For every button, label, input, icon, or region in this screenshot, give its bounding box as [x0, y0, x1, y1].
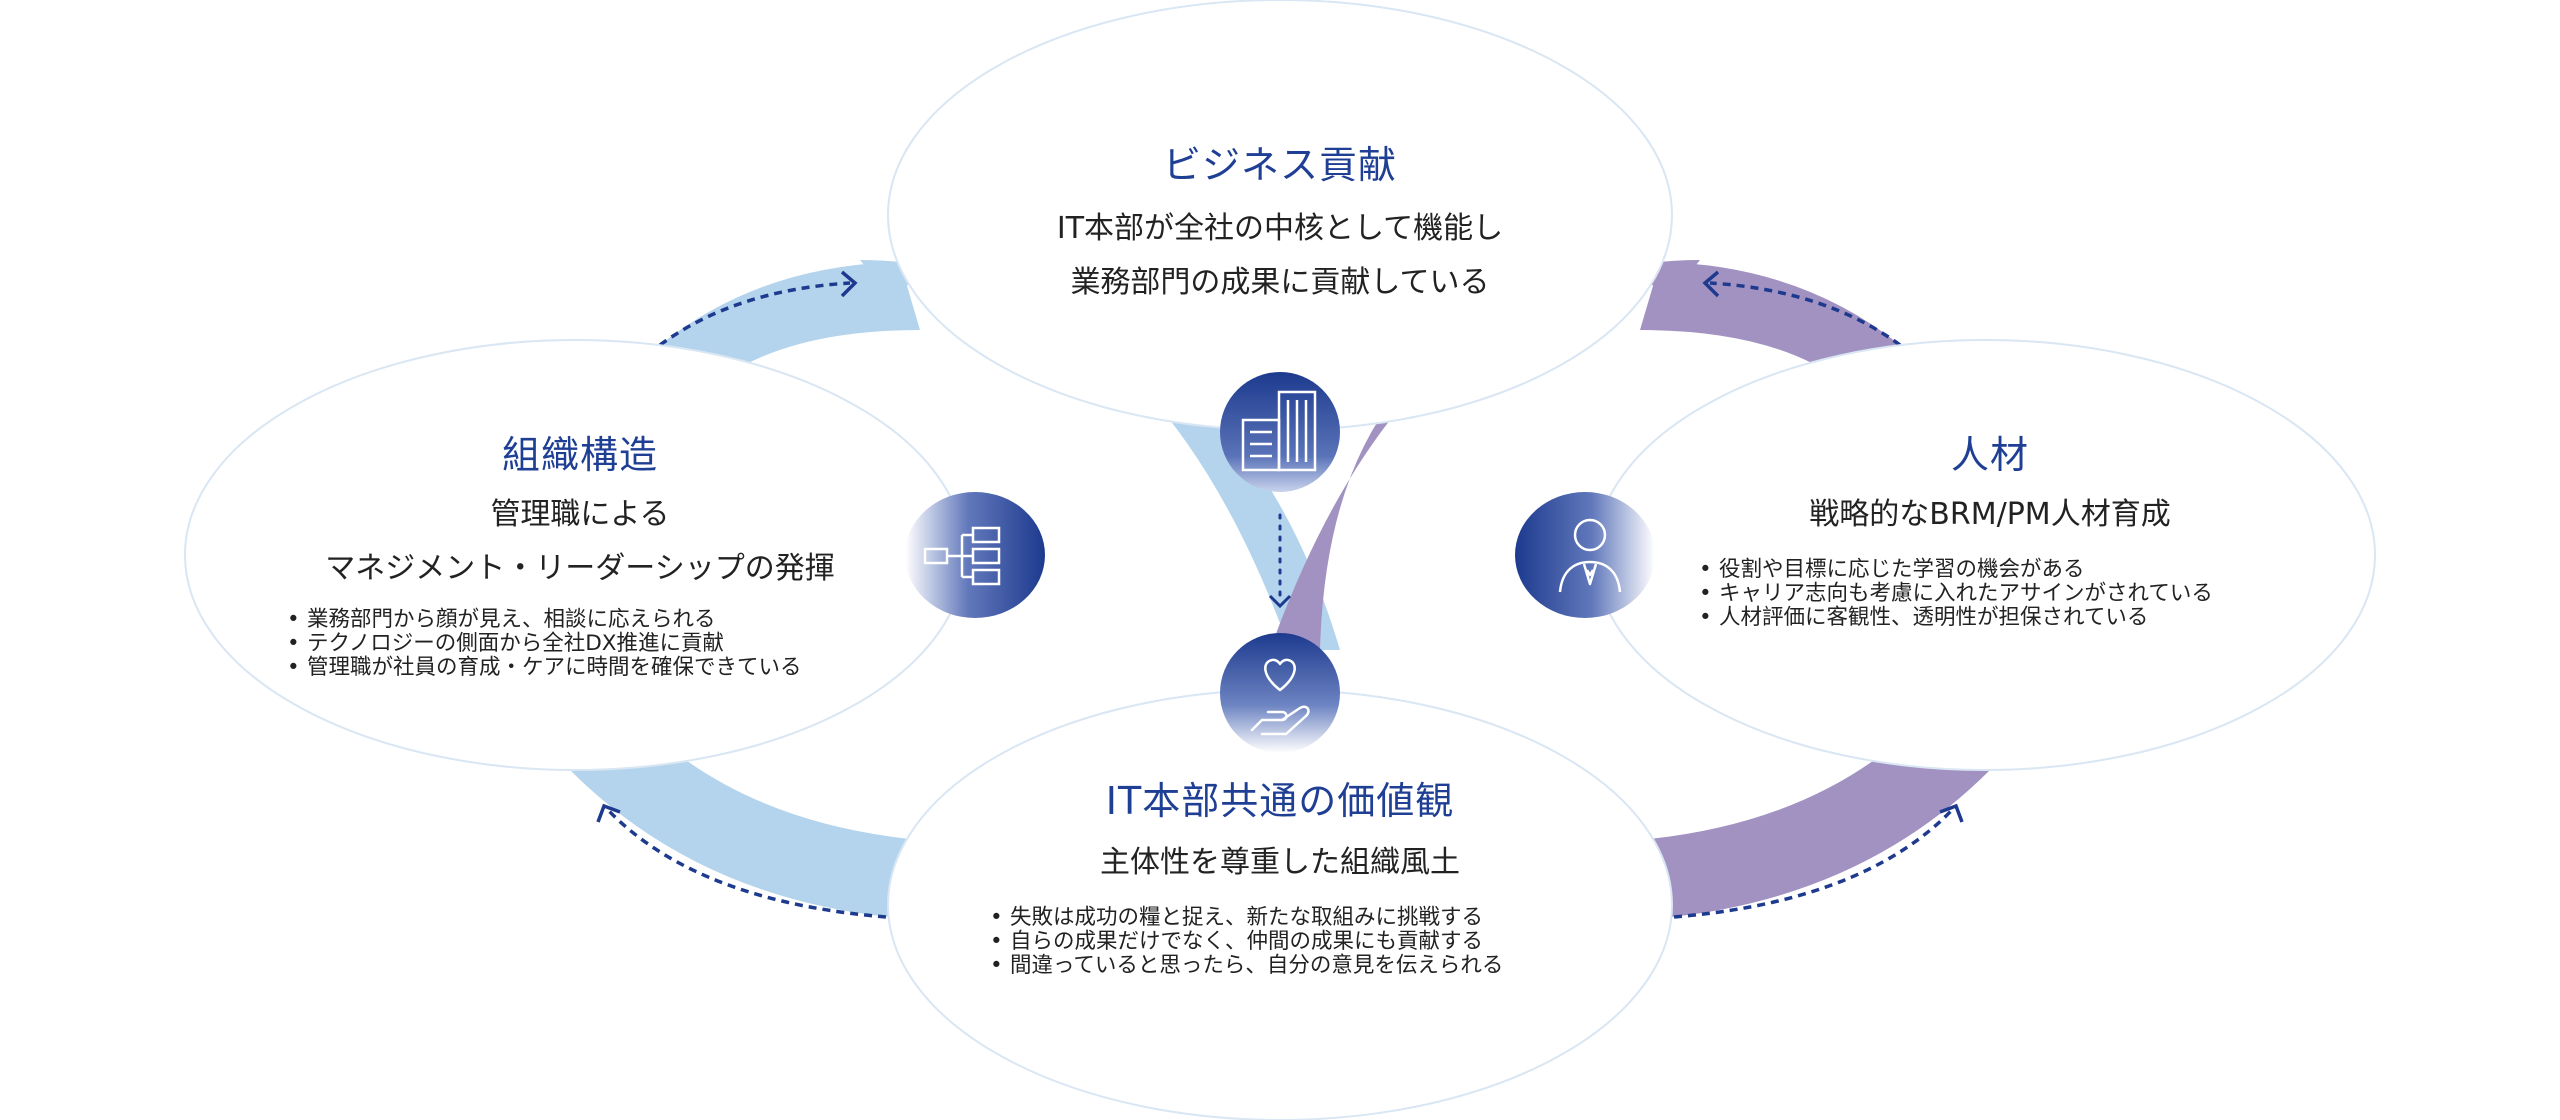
org-bullet-2: テクノロジーの側面から全社DX推進に貢献 [285, 632, 802, 657]
people-bullet-3: 人材評価に客観性、透明性が担保されている [1697, 606, 2213, 631]
band-light-blue-left-top [660, 262, 920, 380]
org-bullet-3: 管理職が社員の育成・ケアに時間を確保できている [285, 656, 802, 681]
org-bullet-list: 業務部門から顔が見え、相談に応えられる テクノロジーの側面から全社DX推進に貢献… [285, 608, 802, 681]
arrowhead-bottom-right [1939, 803, 1964, 823]
business-title: ビジネス貢献 [1162, 143, 1397, 187]
values-bullet-3: 間違っていると思ったら、自分の意見を伝えられる [988, 954, 1503, 979]
business-line-1: IT本部が全社の中核として機能し [1056, 211, 1504, 246]
arrowhead-top-right [1702, 270, 1720, 298]
org-bullet-1: 業務部門から顔が見え、相談に応えられる [285, 608, 802, 633]
arrowhead-center [1268, 594, 1292, 609]
business-description: IT本部が全社の中核として機能し 業務部門の成果に貢献している [980, 202, 1580, 310]
band-purple-right-top [1640, 262, 1900, 380]
person-icon [1515, 492, 1655, 618]
values-bullet-list: 失敗は成功の糧と捉え、新たな取組みに挑戦する 自らの成果だけでなく、仲間の成果に… [988, 906, 1503, 979]
band-light-blue-left-bottom [570, 740, 920, 918]
org-description: 管理職による マネジメント・リーダーシップの発揮 [280, 488, 880, 596]
building-icon [1220, 372, 1340, 492]
arrowhead-bottom-left [596, 803, 621, 823]
people-bullet-list: 役割や目標に応じた学習の機会がある キャリア志向も考慮に入れたアサインがされてい… [1697, 558, 2213, 631]
band-purple-top [1270, 260, 1700, 650]
dashed-arrow-bottom-right [1659, 808, 1954, 920]
ellipse-people [1594, 339, 2376, 771]
people-title: 人材 [1950, 433, 2029, 477]
org-title: 組織構造 [501, 433, 658, 477]
values-bullet-1: 失敗は成功の糧と捉え、新たな取組みに挑戦する [988, 906, 1503, 931]
values-bullet-2: 自らの成果だけでなく、仲間の成果にも貢献する [988, 930, 1503, 955]
values-title: IT本部共通の価値観 [1105, 779, 1455, 823]
dashed-arrow-bottom-left [606, 808, 901, 920]
business-line-2: 業務部門の成果に貢献している [1070, 265, 1490, 300]
org-line-1: 管理職による [490, 497, 670, 532]
values-line-1: 主体性を尊重した組織風土 [1100, 845, 1460, 880]
people-bullet-1: 役割や目標に応じた学習の機会がある [1697, 558, 2213, 583]
org-chart-icon [905, 492, 1045, 618]
people-line-1: 戦略的なBRM/PM人材育成 [1809, 497, 2171, 532]
dashed-arrow-top-right [1709, 281, 1902, 347]
dashed-arrow-top-left [658, 281, 851, 347]
people-description: 戦略的なBRM/PM人材育成 [1690, 488, 2290, 542]
people-bullet-2: キャリア志向も考慮に入れたアサインがされている [1697, 582, 2213, 607]
heart-hand-icon [1220, 633, 1340, 753]
org-line-2: マネジメント・リーダーシップの発揮 [325, 551, 835, 586]
band-purple-right-bottom [1640, 740, 1990, 918]
arrowhead-top-left [840, 270, 858, 298]
values-description: 主体性を尊重した組織風土 [980, 836, 1580, 890]
